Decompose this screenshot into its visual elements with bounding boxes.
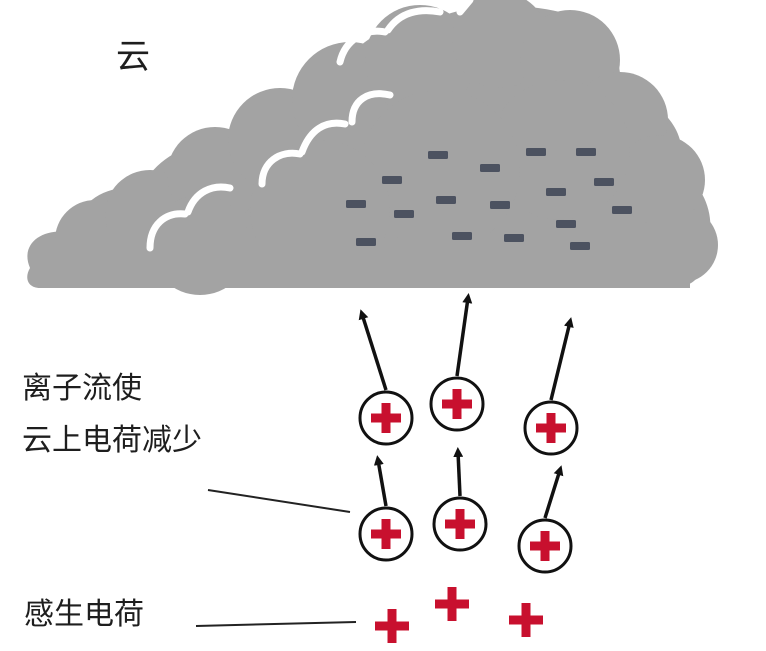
negative-charge-icon [490,201,510,209]
negative-charge-icon [356,238,376,246]
positive-ion [429,293,485,432]
plus-sign-icon [371,403,401,433]
negative-charge-icon [576,148,596,156]
induced-leader-line [195,621,357,627]
negative-charge-icon [526,148,546,156]
storm-cloud [27,0,718,295]
negative-charge-icon [570,242,590,250]
positive-ion [523,317,579,456]
positive-ion [432,447,488,552]
negative-charge-icon [546,188,566,196]
plus-sign-icon [509,603,543,637]
plus-sign-icon [530,531,560,561]
negative-charge-icon [594,178,614,186]
negative-charge-icon [504,234,524,242]
ion-flow-label-line2: 云上电荷减少 [22,422,202,458]
induced-charge-label: 感生电荷 [24,597,144,632]
plus-sign-icon [375,609,409,643]
arrow-up-icon [358,309,388,391]
ion-leader-line [207,489,351,513]
arrow-up-icon [373,455,388,507]
induced-charges [375,587,543,643]
arrow-up-icon [549,317,574,401]
positive-ions [358,293,579,574]
cloud-label: 云 [116,37,150,77]
arrow-up-icon [453,447,464,497]
negative-charges [346,148,632,250]
plus-sign-icon [445,509,475,539]
plus-sign-icon [371,519,401,549]
negative-charge-icon [394,210,414,218]
ion-flow-label: 离子流使 云上电荷减少 [22,370,202,473]
negative-charge-icon [480,164,500,172]
positive-ion [358,309,414,446]
negative-charge-icon [436,196,456,204]
negative-charge-icon [382,176,402,184]
positive-ion [517,465,573,574]
negative-charge-icon [452,232,472,240]
positive-ion [358,455,414,562]
plus-sign-icon [435,587,469,621]
negative-charge-icon [556,220,576,228]
plus-sign-icon [536,413,566,443]
ion-flow-label-line1: 离子流使 [22,371,142,406]
cloud-highlight-arcs [146,0,474,252]
negative-charge-icon [612,206,632,214]
arrow-up-icon [455,293,473,377]
plus-sign-icon [442,389,472,419]
negative-charge-icon [428,151,448,159]
negative-charge-icon [346,200,366,208]
arrow-up-icon [543,465,564,519]
